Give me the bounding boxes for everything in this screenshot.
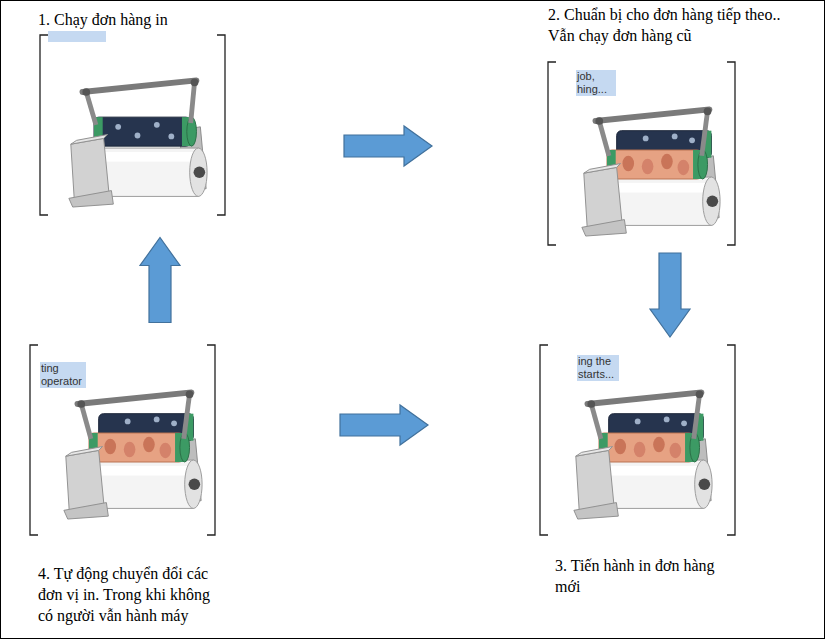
left-bracket — [30, 345, 38, 535]
text-fragment: ting operator — [40, 362, 86, 388]
label-holder: ting operator — [40, 362, 86, 388]
right-bracket — [727, 345, 735, 535]
process-panel: 2. Chuẩn bị cho đơn hàng tiếp theo.. Vẫn… — [545, 3, 800, 248]
process-panel: 1. Chạy đơn hàng in — [36, 8, 231, 218]
panel-caption: 2. Chuẩn bị cho đơn hàng tiếp theo.. Vẫn… — [548, 5, 796, 47]
panel-caption: 4. Tự động chuyển đổi các đơn vị in. Tro… — [38, 564, 223, 626]
text-fragment: job, hing... — [576, 70, 616, 96]
panel-caption: 3. Tiến hành in đơn hàng mới — [555, 556, 730, 598]
left-bracket — [540, 345, 548, 535]
printing-unit-drawing — [582, 107, 720, 236]
printing-unit-drawing — [64, 390, 202, 519]
flow-arrow — [344, 126, 432, 166]
right-bracket — [217, 35, 225, 215]
text-fragment: ing the starts... — [577, 355, 619, 381]
right-bracket — [727, 62, 735, 245]
left-bracket — [40, 35, 48, 215]
flow-arrow — [650, 253, 690, 337]
highlight-bar — [48, 31, 106, 42]
printing-unit-drawing — [574, 390, 712, 519]
process-panel: 3. Tiến hành in đơn hàng mới — [535, 342, 740, 604]
flow-arrow — [340, 405, 428, 445]
panel-brackets — [30, 35, 735, 535]
printing-unit-drawing — [69, 78, 207, 207]
panel-caption: 1. Chạy đơn hàng in — [38, 10, 228, 31]
label-holder: ing the starts... — [577, 355, 619, 381]
flow-arrow — [140, 238, 180, 323]
label-holder: job, hing... — [576, 70, 616, 96]
right-bracket — [207, 345, 215, 535]
left-bracket — [548, 62, 556, 245]
